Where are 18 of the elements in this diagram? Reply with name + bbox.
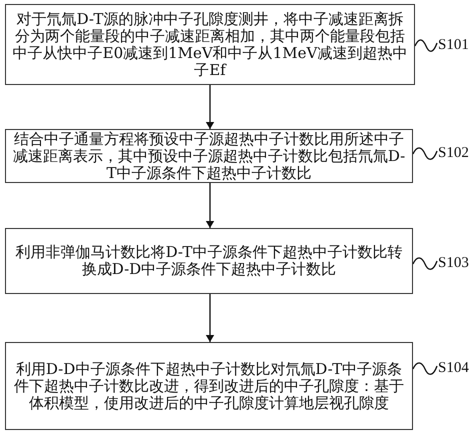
step-text: 利用D-D中子源条件下超热中子计数比对氘氚D-T中子源条件下超热中子计数比改进，得到改进后的中子孔隙度：基于体积模型，使用改进后的中子孔隙度计算地层视孔隙度: [13, 360, 405, 412]
leader-line: [414, 39, 438, 52]
process-box: [5, 228, 413, 294]
step-text: 结合中子通量方程将预设中子源超热中子计数比用所述中子减速距离表示，其中预设中子源超热中子计数比包括氘氚D-T中子源条件下超热中子计数比: [12, 130, 406, 182]
arrow: [206, 294, 214, 342]
step-number: S102: [438, 144, 469, 162]
leader-line: [412, 147, 438, 160]
step-number: S104: [438, 359, 469, 377]
leader-line: [412, 362, 438, 375]
step-text: 对于氘氚D-T源的脉冲中子孔隙度测井，将中子减速距离拆分为两个能量段的中子减速距离相加，其中两个能量段包括中子从快中子E0减速到1MeV和中子从1MeV减速到超热中子Ef: [12, 10, 408, 78]
arrow: [206, 85, 214, 129]
process-box: [5, 4, 415, 85]
step-number: S101: [438, 36, 469, 54]
arrow: [206, 183, 214, 228]
step-text: 利用非弹伽马计数比将D-T中子源条件下超热中子计数比转换成D-D中子源条件下超热中子计数比: [14, 244, 404, 278]
step-number: S103: [438, 254, 469, 272]
leader-line: [412, 257, 438, 270]
process-box: [5, 342, 413, 430]
